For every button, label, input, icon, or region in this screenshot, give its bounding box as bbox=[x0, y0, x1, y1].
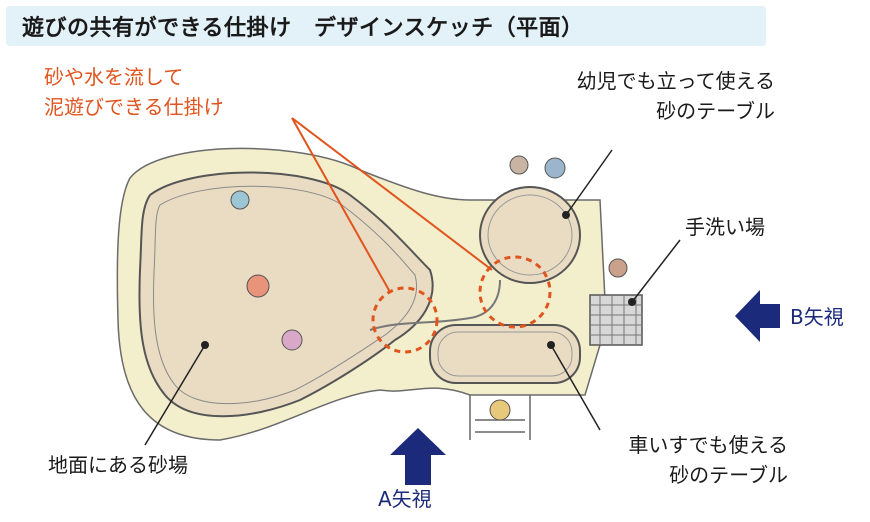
wheelchair-sand-table bbox=[429, 324, 581, 384]
view-b-label: B矢視 bbox=[790, 305, 844, 329]
ground-sandpit-inner-ring bbox=[152, 185, 417, 405]
ground-sandpit-leader bbox=[144, 344, 206, 446]
view-a-arrow-icon bbox=[390, 428, 446, 485]
wheelchair-access-lines bbox=[469, 395, 531, 440]
ground-sandpit-leader-dot bbox=[201, 341, 209, 349]
wheelchair-table-leader-dot bbox=[547, 341, 555, 349]
toddler-table-label: 幼児でも立って使える 砂のテーブル bbox=[576, 69, 775, 123]
figure-wheelchair-user bbox=[489, 399, 511, 421]
figure-child bbox=[246, 274, 270, 298]
page-title: 遊びの共有ができる仕掛け デザインスケッチ（平面） bbox=[22, 16, 584, 41]
ground-sandpit-shape bbox=[138, 171, 434, 418]
mud-play-highlight-1 bbox=[371, 286, 439, 354]
figure-child bbox=[509, 155, 529, 175]
wheelchair-table-label: 車いすでも使える 砂のテーブル bbox=[628, 433, 788, 487]
view-a-label: A矢視 bbox=[378, 487, 432, 511]
figure-adult bbox=[608, 258, 628, 278]
view-b-arrow-icon bbox=[735, 290, 780, 342]
toddler-table-leader bbox=[565, 149, 613, 216]
hand-wash-leader bbox=[631, 239, 681, 303]
wheelchair-table-rim bbox=[437, 331, 573, 377]
toddler-table-leader-dot bbox=[562, 211, 570, 219]
figure-child bbox=[281, 329, 303, 351]
figure-child bbox=[230, 190, 250, 210]
ground-sandpit-label: 地面にある砂場 bbox=[48, 453, 188, 477]
mud-play-leader bbox=[291, 117, 493, 293]
mud-play-label: 砂や水を流して 泥遊びできる仕掛け bbox=[44, 65, 224, 119]
mud-play-highlight-2 bbox=[478, 255, 552, 329]
water-channel bbox=[369, 279, 501, 331]
wheelchair-table-leader bbox=[550, 344, 601, 431]
hand-wash-label: 手洗い場 bbox=[685, 215, 765, 239]
hand-wash-leader-dot bbox=[628, 298, 636, 306]
toddler-table-rim bbox=[487, 194, 573, 276]
figure-child bbox=[544, 157, 566, 179]
hand-wash-grating bbox=[590, 295, 642, 345]
toddler-sand-table bbox=[479, 186, 581, 284]
title-band bbox=[6, 6, 766, 46]
